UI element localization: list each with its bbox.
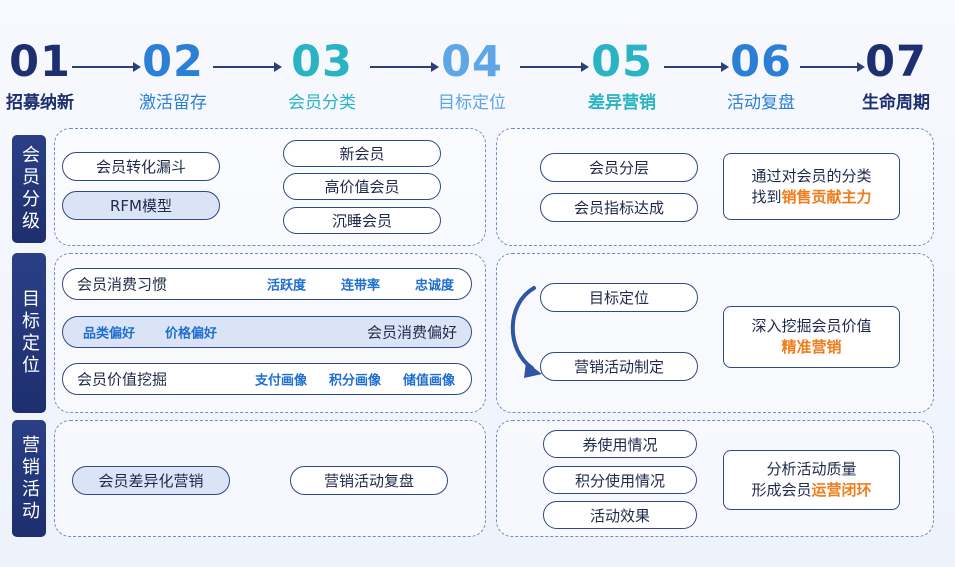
tag-payment-profile: 支付画像	[255, 373, 308, 389]
step-number: 03	[291, 37, 353, 87]
tag-price-preference: 价格偏好	[165, 326, 218, 342]
campaign-review-pill: 营销活动复盘	[290, 466, 448, 495]
campaign-planning-pill: 营销活动制定	[540, 352, 698, 381]
targeting-note-box: 深入挖掘会员价值 精准营销	[723, 306, 900, 368]
step-arrow	[213, 62, 282, 72]
note-line: 通过对会员的分类	[751, 166, 872, 185]
step-number: 07	[865, 37, 927, 87]
differentiated-marketing-pill: 会员差异化营销	[72, 466, 230, 495]
note-prefix: 形成会员	[751, 481, 812, 499]
note-line: 分析活动质量	[766, 460, 857, 478]
note-line: 找到销售贡献主力	[751, 187, 871, 208]
member-indicator-pill: 会员指标达成	[540, 193, 698, 222]
step-arrow	[72, 62, 141, 72]
new-member-pill: 新会员	[283, 140, 441, 167]
step-arrow	[370, 62, 439, 72]
rfm-pill: RFM模型	[62, 191, 220, 220]
points-usage-pill: 积分使用情况	[543, 466, 697, 494]
funnel-pill: 会员转化漏斗	[62, 152, 220, 181]
step-01: 01 招募纳新	[0, 36, 100, 114]
step-arrow	[664, 62, 729, 72]
row-label-text: 会员分级	[19, 145, 40, 233]
step-number: 01	[9, 37, 71, 87]
step-label: 会员分类	[288, 93, 356, 113]
tag-attach-rate: 连带率	[341, 278, 381, 294]
step-label: 激活留存	[139, 93, 207, 113]
pill-text: 会员价值挖掘	[77, 370, 168, 389]
row-label-text: 营销活动	[19, 434, 40, 523]
step-06: 06 活动复盘	[701, 36, 821, 114]
note-highlight: 销售贡献主力	[781, 187, 872, 206]
value-mining-pill: 会员价值挖掘 支付画像 积分画像 储值画像	[62, 363, 472, 395]
step-03: 03 会员分类	[262, 36, 382, 114]
consumption-habit-pill: 会员消费习惯 活跃度 连带率 忠诚度	[62, 268, 472, 300]
tag-category-preference: 品类偏好	[83, 326, 136, 342]
step-number: 04	[441, 37, 503, 87]
row-label-target-positioning: 目标定位	[12, 253, 46, 413]
campaign-note-box: 分析活动质量 形成会员运营闭环	[723, 450, 900, 510]
member-layering-pill: 会员分层	[540, 153, 698, 182]
pill-text: 会员消费偏好	[366, 323, 457, 342]
step-label: 招募纳新	[6, 93, 74, 113]
row-label-marketing-campaign: 营销活动	[12, 420, 46, 537]
cycle-arrow-icon	[510, 286, 542, 378]
note-prefix: 找到	[751, 187, 782, 206]
note-line: 形成会员运营闭环	[751, 480, 871, 501]
campaign-effect-pill: 活动效果	[543, 501, 697, 529]
tag-points-profile: 积分画像	[329, 373, 382, 389]
step-arrow	[800, 62, 865, 72]
step-number: 06	[730, 37, 792, 87]
tag-activity: 活跃度	[267, 278, 307, 294]
high-value-member-pill: 高价值会员	[283, 173, 441, 200]
step-arrow	[520, 62, 589, 72]
row-label-text: 目标定位	[19, 289, 40, 377]
tag-loyalty: 忠诚度	[415, 278, 455, 294]
row-label-member-grading: 会员分级	[12, 135, 46, 243]
grading-note-box: 通过对会员的分类 找到销售贡献主力	[723, 153, 900, 220]
step-07: 07 生命周期	[836, 36, 955, 114]
step-label: 活动复盘	[727, 93, 795, 113]
step-number: 02	[142, 37, 204, 87]
coupon-usage-pill: 券使用情况	[543, 430, 697, 458]
step-05: 05 差异营销	[562, 36, 682, 114]
step-label: 目标定位	[438, 93, 506, 113]
note-line: 深入挖掘会员价值	[751, 317, 872, 335]
note-highlight: 精准营销	[781, 338, 842, 356]
step-04: 04 目标定位	[412, 36, 532, 114]
tag-stored-value-profile: 储值画像	[403, 373, 456, 389]
note-line: 精准营销	[781, 337, 841, 358]
target-positioning-pill: 目标定位	[540, 283, 698, 312]
dormant-member-pill: 沉睡会员	[283, 207, 441, 234]
note-highlight: 运营闭环	[811, 481, 872, 499]
step-label: 生命周期	[862, 93, 930, 113]
pill-text: 会员消费习惯	[77, 275, 168, 294]
step-label: 差异营销	[588, 93, 656, 113]
consumption-preference-pill: 品类偏好 价格偏好 会员消费偏好	[62, 316, 472, 348]
step-02: 02 激活留存	[113, 36, 233, 114]
step-number: 05	[591, 37, 653, 87]
